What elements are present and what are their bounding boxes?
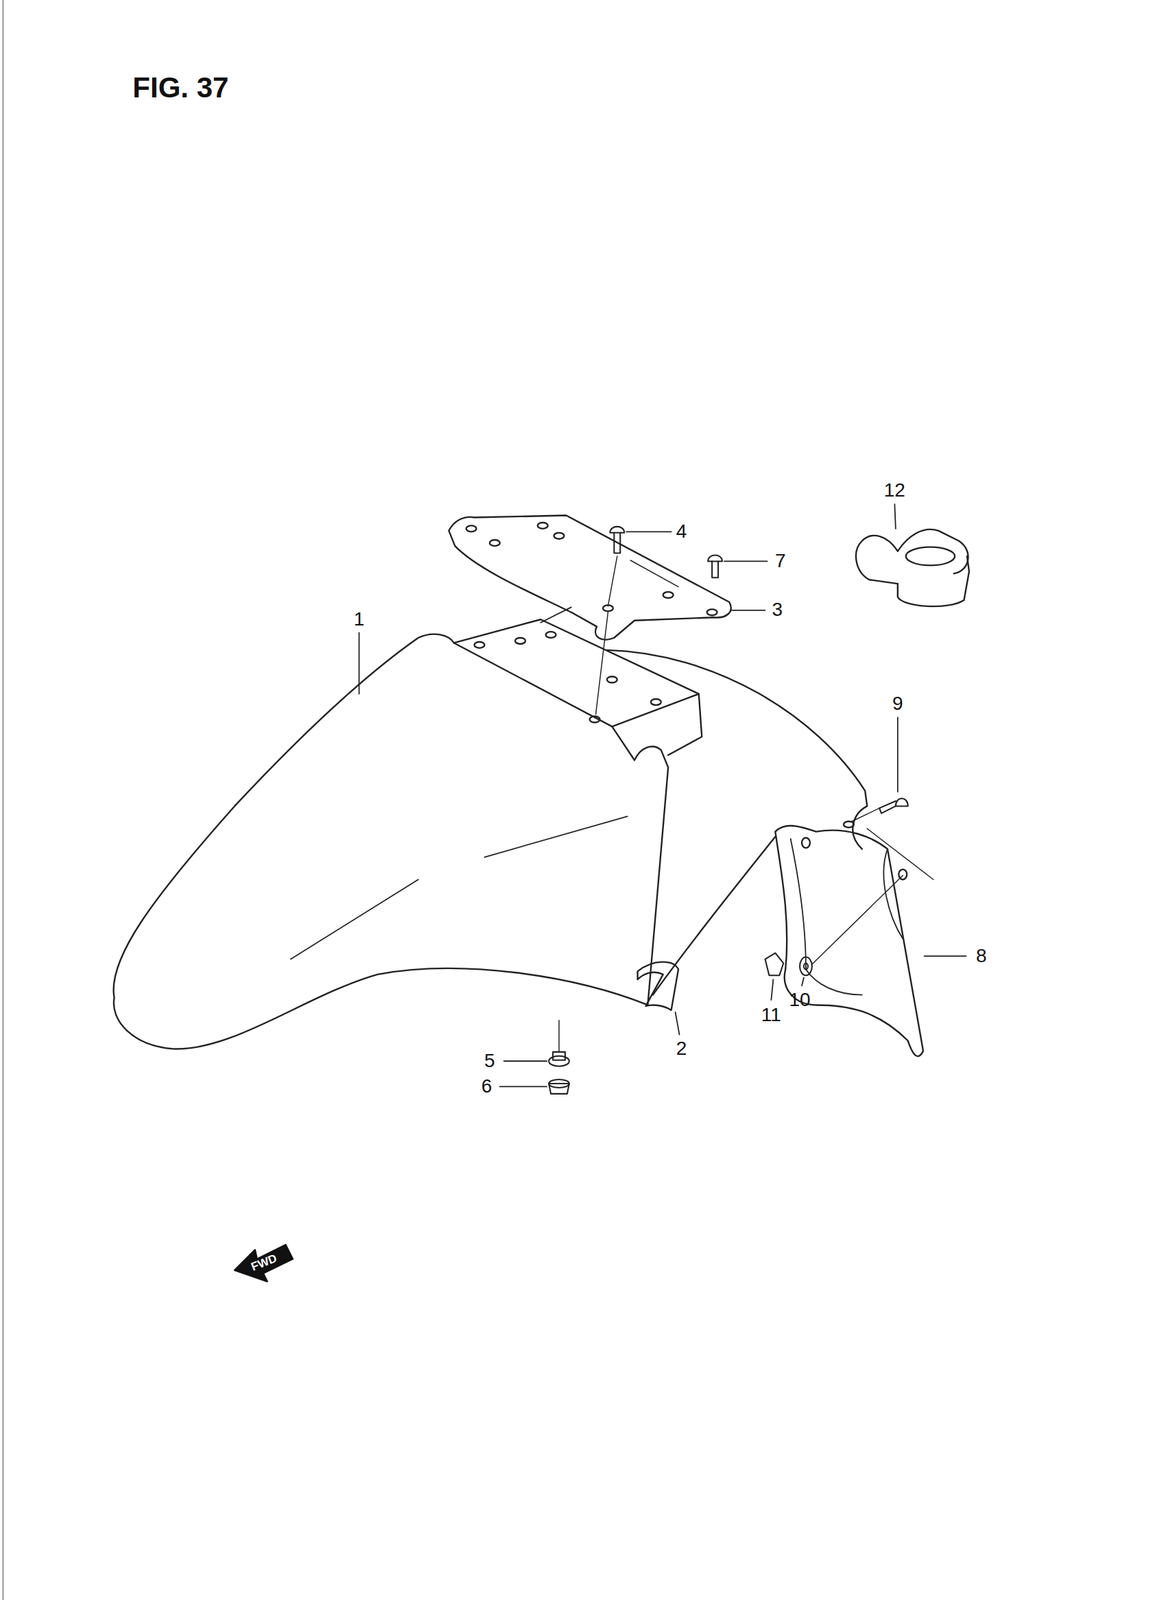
callout-number: 1 xyxy=(353,609,365,629)
callout-number: 11 xyxy=(761,1005,782,1025)
callout-number: 10 xyxy=(788,990,811,1010)
callout-number: 4 xyxy=(676,521,688,542)
figure-title: FIG. 37 xyxy=(132,73,229,103)
callout-number: 9 xyxy=(892,694,904,714)
callout-number: 2 xyxy=(676,1039,688,1059)
callout-number: 7 xyxy=(775,551,787,571)
callout-number: 8 xyxy=(976,946,987,966)
callout-number: 3 xyxy=(772,600,784,620)
callout-number: 5 xyxy=(484,1051,496,1071)
callout-number: 12 xyxy=(884,480,906,501)
callout-number: 6 xyxy=(481,1076,493,1097)
